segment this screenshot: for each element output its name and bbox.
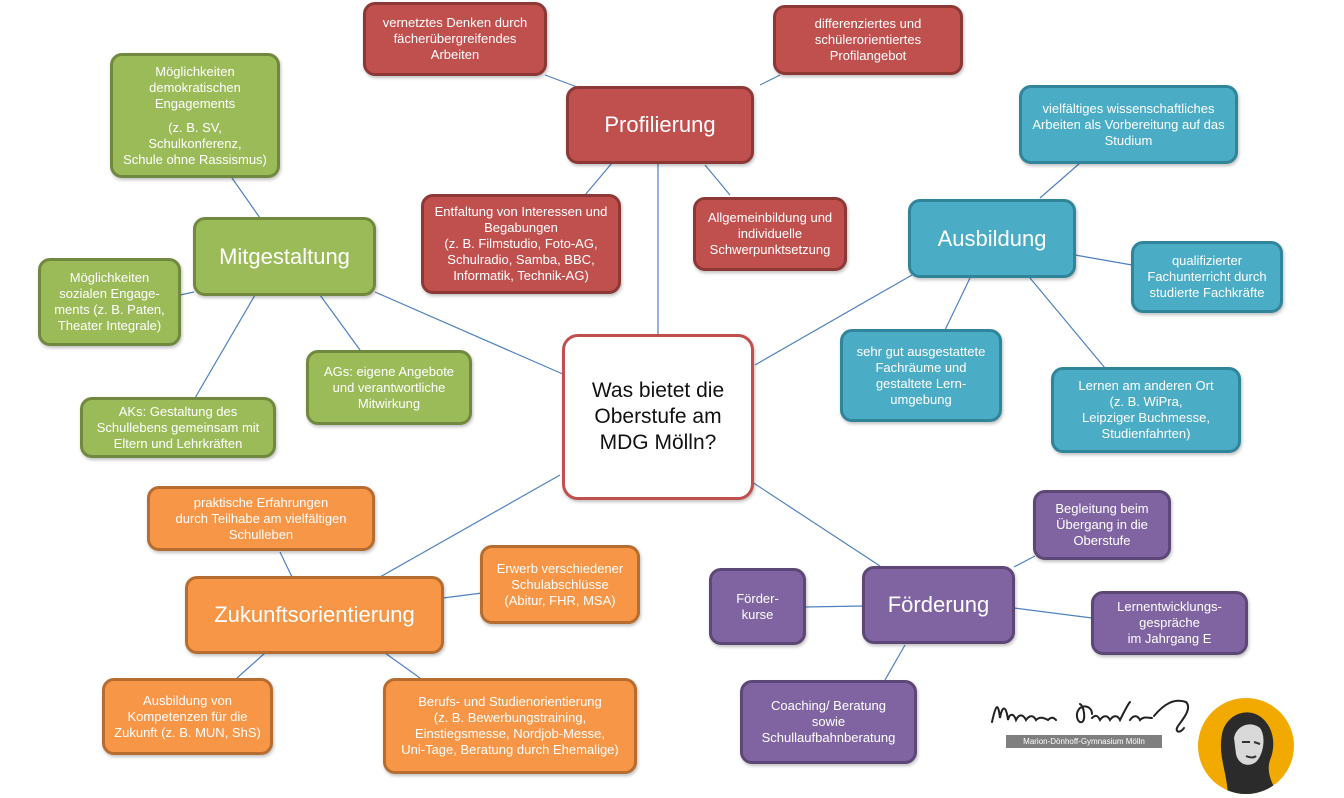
item-text: Entfaltung von Interessen und Begabungen… [434, 204, 608, 283]
item-text: Möglichkeiten demokratischen Engagements [149, 63, 241, 111]
ausbildung-item-fachunterricht: qualifizierter Fachunterricht durch stud… [1131, 241, 1283, 313]
item-text: Förder- kurse [736, 590, 779, 622]
ausbildung-item-lernort: Lernen am anderen Ort (z. B. WiPra, Leip… [1051, 367, 1241, 453]
item-text: Möglichkeiten sozialen Engage- ments (z.… [54, 270, 165, 333]
center-label: Was bietet die Oberstufe am MDG Mölln? [591, 379, 725, 454]
zukunft-item-erfahrungen: praktische Erfahrungen durch Teilhabe am… [147, 486, 375, 551]
center-question: Was bietet die Oberstufe am MDG Mölln? [562, 334, 754, 500]
profilierung-item-allgemeinbildung: Allgemeinbildung und individuelle Schwer… [693, 197, 847, 271]
profilierung-item-interessen: Entfaltung von Interessen und Begabungen… [421, 194, 621, 294]
item-text: Coaching/ Beratung sowie Schullaufbahnbe… [761, 698, 896, 745]
item-text: qualifizierter Fachunterricht durch stud… [1147, 253, 1267, 300]
zukunft-item-berufsorientierung: Berufs- und Studienorientierung (z. B. B… [383, 678, 637, 774]
item-text: praktische Erfahrungen durch Teilhabe am… [175, 494, 347, 542]
item-text: vernetztes Denken durch fächerübergreife… [382, 15, 528, 62]
ausbildung-item-wissenschaftlich: vielfältiges wissenschaftliches Arbeiten… [1019, 85, 1238, 164]
foerderung-item-begleitung: Begleitung beim Übergang in die Oberstuf… [1033, 490, 1171, 560]
foerderung-item-foerderkurse: Förder- kurse [709, 568, 806, 645]
profilierung-title: Profilierung [604, 112, 716, 137]
mitgestaltung-node: Mitgestaltung [193, 217, 376, 296]
item-text: Erwerb verschiedener Schulabschlüsse (Ab… [496, 560, 624, 608]
foerderung-item-lernentwicklung: Lernentwicklungs- gespräche im Jahrgang … [1091, 591, 1248, 655]
item-text: Lernentwicklungs- gespräche im Jahrgang … [1117, 599, 1222, 646]
profilierung-item-profilangebot: differenziertes und schülerorientiertes … [773, 5, 963, 75]
profilierung-node: Profilierung [566, 86, 754, 164]
item-text: sehr gut ausgestattete Fachräume und ges… [856, 343, 986, 407]
portrait-image [1198, 698, 1294, 794]
item-text: Allgemeinbildung und individuelle Schwer… [707, 210, 833, 257]
ausbildung-title: Ausbildung [937, 225, 1047, 251]
foerderung-node: Förderung [862, 566, 1015, 644]
foerderung-title: Förderung [887, 592, 990, 617]
item-text: AGs: eigene Angebote und verantwortliche… [323, 363, 455, 411]
mitgestaltung-item-ags: AGs: eigene Angebote und verantwortliche… [306, 350, 472, 425]
item-text: Ausbildung von Kompetenzen für die Zukun… [114, 692, 261, 740]
ausbildung-item-fachraeume: sehr gut ausgestattete Fachräume und ges… [840, 329, 1002, 422]
zukunft-node: Zukunftsorientierung [185, 576, 444, 654]
mitgestaltung-title: Mitgestaltung [219, 243, 350, 269]
item-text: Begleitung beim Übergang in die Oberstuf… [1055, 501, 1149, 548]
item-text: Lernen am anderen Ort (z. B. WiPra, Leip… [1078, 378, 1214, 441]
zukunft-title: Zukunftsorientierung [214, 602, 415, 627]
ausbildung-node: Ausbildung [908, 199, 1076, 278]
item-text: (z. B. SV, Schulkonferenz, Schule ohne R… [123, 119, 267, 167]
school-name-caption: Marion-Dönhoff-Gymnasium Mölln [1006, 735, 1162, 748]
item-text: differenziertes und schülerorientiertes … [814, 16, 922, 63]
zukunft-item-kompetenzen: Ausbildung von Kompetenzen für die Zukun… [102, 678, 273, 755]
mitgestaltung-item-aks: AKs: Gestaltung des Schullebens gemeinsa… [80, 397, 276, 458]
foerderung-item-coaching: Coaching/ Beratung sowie Schullaufbahnbe… [740, 680, 917, 764]
mitgestaltung-item-sozial: Möglichkeiten sozialen Engage- ments (z.… [38, 258, 181, 346]
signature-logo [991, 699, 1190, 733]
item-text: Berufs- und Studienorientierung (z. B. B… [401, 694, 619, 757]
item-text: AKs: Gestaltung des Schullebens gemeinsa… [96, 403, 260, 451]
portrait-icon [1220, 712, 1278, 794]
item-text: vielfältiges wissenschaftliches Arbeiten… [1032, 100, 1225, 148]
mitgestaltung-item-demokratisch: Möglichkeiten demokratischen Engagements… [110, 53, 280, 178]
zukunft-item-abschluesse: Erwerb verschiedener Schulabschlüsse (Ab… [480, 545, 640, 624]
profilierung-item-vernetzt: vernetztes Denken durch fächerübergreife… [363, 2, 547, 76]
